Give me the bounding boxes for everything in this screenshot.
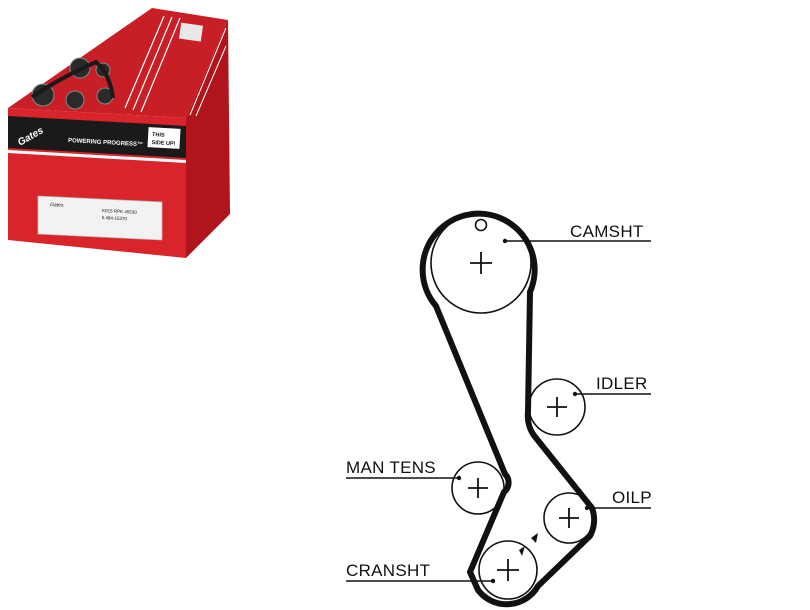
box-right-stripes [189, 27, 227, 117]
box-slogan-text: POWERING PROGRESS™ [68, 137, 143, 148]
oil-pump-pulley [543, 492, 595, 544]
box-white-stripe [8, 150, 186, 163]
engine-timing-mark [531, 533, 538, 543]
box-side-note-bg [147, 127, 181, 149]
timing-belt [419, 210, 598, 608]
idler-pulley [528, 378, 586, 436]
box-sticker-logo: Gates [50, 202, 64, 209]
box-black-band [8, 116, 186, 158]
box-top-pulley-graphic [30, 57, 115, 110]
manual-tensioner-pulley [451, 461, 505, 515]
box-top-stripes [124, 15, 181, 113]
label-idler: IDLER [596, 374, 648, 393]
label-man-tens: MAN TENS [346, 458, 436, 477]
box-side-note-line1: THIS [152, 132, 165, 139]
crankshaft-timing-mark [519, 546, 525, 556]
box-right-face [186, 20, 230, 258]
leader-lines [346, 238, 651, 584]
box-sticker [37, 195, 163, 241]
camshaft-timing-mark [474, 218, 488, 232]
belt-routing-diagram: CAMSHT IDLER MAN TENS OILP CRANSHT [346, 210, 652, 608]
label-camshaft: CAMSHT [570, 222, 644, 241]
crankshaft-pulley [478, 533, 538, 600]
camshaft-pulley [430, 212, 532, 314]
box-sticker-line2: 5.484-15370 [102, 215, 128, 221]
label-crankshaft: CRANSHT [346, 561, 430, 580]
box-top-logo-patch [178, 22, 203, 42]
box-side-note-line2: SIDE UP! [151, 140, 175, 147]
box-sticker-line1: K015 RPK 45530 [102, 208, 137, 215]
label-oil-pump: OILP [612, 488, 652, 507]
timing-belt-kit-box: Gates POWERING PROGRESS™ THIS SIDE UP! K… [8, 8, 230, 258]
